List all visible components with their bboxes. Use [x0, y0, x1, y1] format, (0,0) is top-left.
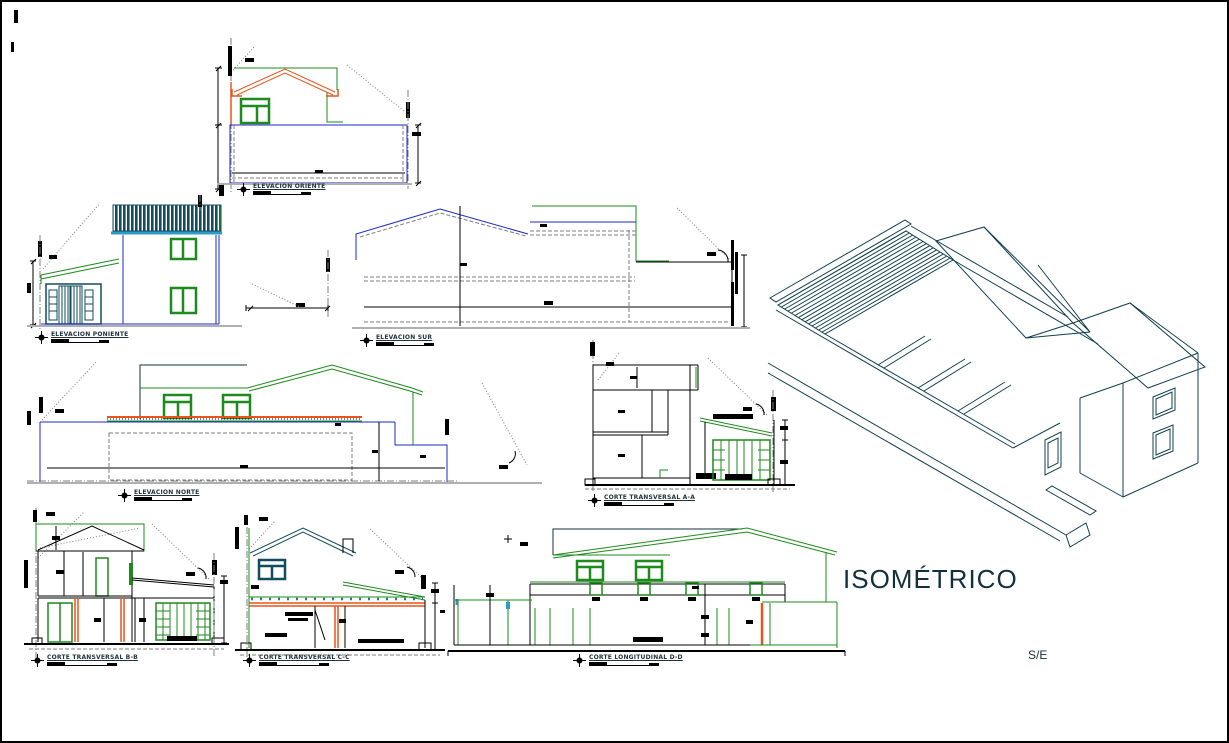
survey-target-icon	[360, 334, 373, 347]
survey-target-icon	[35, 331, 48, 344]
elevation-oriente-drawing	[215, 38, 422, 196]
scale-note: S/E	[1028, 648, 1048, 662]
corte-aa-drawing	[584, 340, 795, 492]
survey-target-icon	[237, 183, 250, 196]
view-label-corte-bb: CORTE TRANSVERSAL B-B	[31, 654, 138, 667]
view-label-norte: ELEVACION NORTE	[118, 489, 200, 502]
view-label-corte-aa: CORTE TRANSVERSAL A-A	[588, 494, 695, 507]
view-label-poniente: ELEVACION PONIENTE	[35, 331, 128, 344]
view-title: CORTE TRANSVERSAL C-C	[259, 654, 350, 661]
view-label-corte-cc: CORTE TRANSVERSAL C-C	[243, 654, 350, 667]
scale-bar	[376, 342, 434, 346]
isometric-drawing	[767, 219, 1206, 548]
corte-dd-drawing	[440, 527, 846, 656]
scale-bar	[259, 662, 329, 666]
view-title: ELEVACION NORTE	[134, 489, 200, 496]
corte-cc-drawing	[235, 515, 445, 660]
view-title: CORTE TRANSVERSAL A-A	[604, 494, 696, 501]
view-label-sur: ELEVACION SUR	[360, 334, 442, 347]
view-title: ELEVACION ORIENTE	[253, 183, 326, 190]
stray-dimension-marks	[11, 10, 18, 52]
scale-bar	[51, 339, 109, 343]
view-label-oriente: ELEVACION ORIENTE	[237, 183, 325, 196]
view-title: ELEVACION SUR	[376, 334, 433, 341]
isometric-title: ISOMÉTRICO	[843, 564, 1018, 594]
scale-bar	[253, 191, 311, 195]
scale-bar	[47, 662, 117, 666]
survey-target-icon	[588, 494, 601, 507]
view-title: CORTE TRANSVERSAL B-B	[47, 654, 138, 661]
view-title: ELEVACION PONIENTE	[51, 331, 129, 338]
elevation-sur-drawing	[352, 205, 750, 329]
scale-bar	[604, 502, 674, 506]
elevation-norte-drawing	[27, 360, 542, 484]
scale-bar	[134, 497, 192, 501]
survey-target-icon	[573, 654, 586, 667]
elevation-poniente-drawing	[27, 195, 242, 330]
view-label-corte-dd: CORTE LONGITUDINAL D-D	[573, 654, 683, 667]
survey-target-icon	[118, 489, 131, 502]
survey-target-icon	[31, 654, 44, 667]
survey-target-icon	[243, 654, 256, 667]
scale-bar	[589, 662, 659, 666]
view-title: CORTE LONGITUDINAL D-D	[589, 654, 683, 661]
corte-bb-drawing	[24, 508, 229, 658]
dimension-cluster	[245, 250, 331, 318]
